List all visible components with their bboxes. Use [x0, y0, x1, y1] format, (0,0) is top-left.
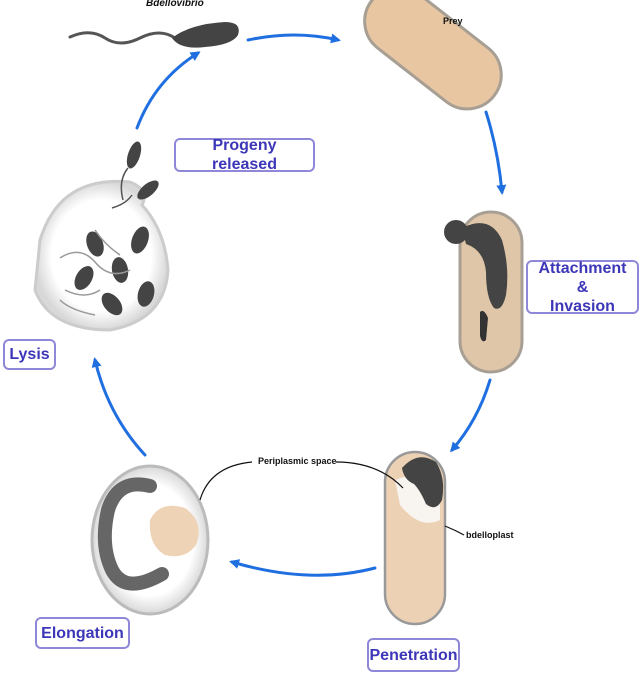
flagellum-1 [59, 251, 131, 275]
bdellovibrio-free [68, 22, 239, 48]
flagellum-3 [59, 299, 96, 316]
bdellovibrio-flagellum [68, 31, 177, 45]
arrow-to-elongation [229, 559, 377, 577]
bdelloplast-leader [444, 525, 465, 536]
leader-lines [199, 461, 465, 536]
lysing-bdelloplast [33, 179, 170, 332]
attachment-bdellovibrio-body [462, 223, 508, 309]
progeny-cell-2 [131, 226, 149, 254]
cycle-arrows [91, 33, 507, 577]
lysis-cell [33, 141, 170, 332]
stage-progeny-released: Progeny released [174, 137, 315, 173]
progeny-cell-4 [74, 266, 94, 290]
attachment-bdellovibrio-head [444, 220, 468, 244]
arrow-to-lysis [91, 357, 147, 457]
progeny-flagella [59, 229, 131, 316]
attachment-debris [480, 310, 488, 342]
attachment-cell [444, 210, 524, 374]
arrow-to-prey [246, 33, 341, 44]
progeny-cell-5 [101, 292, 123, 316]
arrow-to-penetration [450, 378, 492, 453]
bdellovibrio-label: Bdellovibrio [146, 0, 204, 9]
progeny-cells [74, 226, 155, 316]
bdellovibrio-body [172, 22, 239, 48]
stage-attachment-line1: Attachment & [538, 259, 627, 296]
escaping-flagellum-2 [111, 194, 133, 209]
escaping-progeny-2 [137, 180, 159, 200]
periplasmic-leader-right [335, 461, 404, 489]
stage-attachment-invasion: Attachment & Invasion [526, 259, 639, 315]
progeny-cell-6 [137, 281, 155, 307]
prey-cell [363, 0, 503, 111]
stage-attachment-line2: Invasion [550, 297, 615, 315]
prey-label: Prey [443, 16, 463, 26]
periplasmic-leader-left [199, 461, 253, 501]
arrow-to-attachment [484, 110, 507, 195]
stage-elongation: Elongation [35, 617, 130, 649]
flagellum-2 [64, 289, 101, 296]
escaping-flagellum-1 [120, 167, 129, 201]
bdelloplast-label: bdelloplast [466, 530, 514, 540]
periplasmic-space-label: Periplasmic space [258, 456, 337, 466]
arrow-to-progeny [135, 51, 201, 130]
stage-penetration: Penetration [367, 638, 460, 672]
elongation-cell [90, 464, 210, 616]
flagellum-4 [94, 229, 121, 256]
progeny-cell-1 [86, 231, 104, 257]
elongating-filament [97, 477, 169, 591]
stage-lysis: Lysis [3, 339, 56, 370]
penetration-bdellovibrio [402, 457, 444, 508]
escaping-progeny [111, 141, 159, 209]
escaping-progeny-1 [126, 141, 142, 169]
penetration-cell [383, 450, 447, 626]
residual-prey-cytoplasm [149, 505, 199, 557]
progeny-cell-3 [111, 257, 129, 283]
